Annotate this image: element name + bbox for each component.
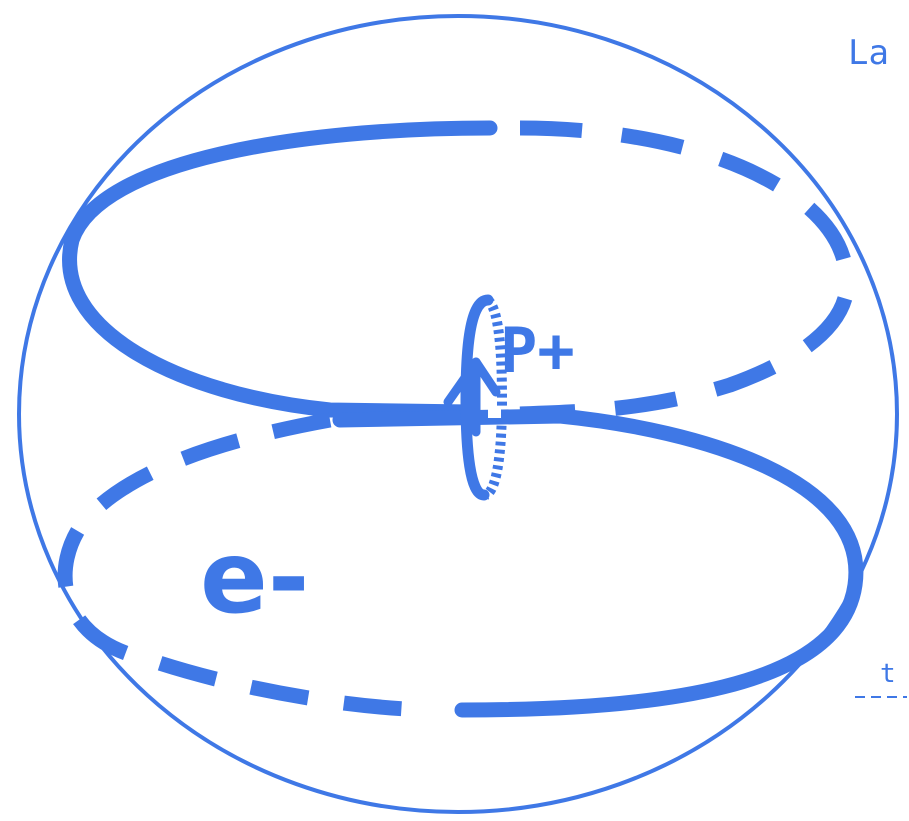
- proton-label: P+: [500, 314, 575, 387]
- lower-orbit-solid: [340, 416, 856, 710]
- top-right-text: La: [848, 33, 889, 73]
- upper-orbit-solid: [70, 128, 490, 412]
- nucleus-marker: [488, 407, 501, 418]
- bottom-right-text: t: [880, 659, 896, 689]
- electron-label: e-: [200, 519, 309, 636]
